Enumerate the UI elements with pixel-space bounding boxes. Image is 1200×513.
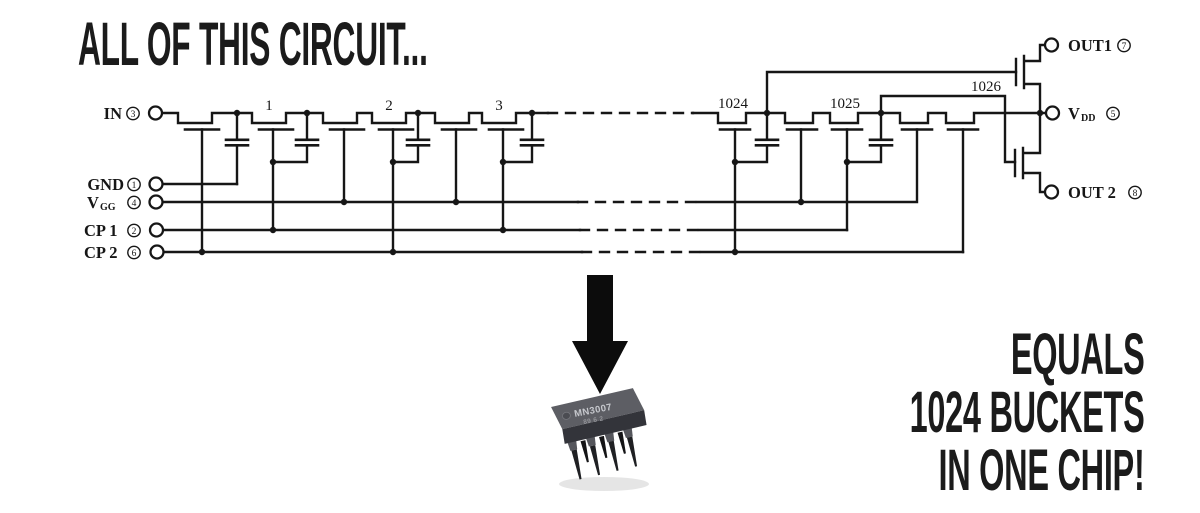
pin-number-circle (127, 245, 141, 260)
pin-labels: IN 3 GND 1 V GG 4 CP 1 2 CP 2 6 OUT1 7 V… (84, 36, 1142, 262)
pin-number-cp1: 2 (132, 227, 137, 237)
chip-top-face (551, 388, 645, 430)
stage-number-1: 1 (265, 98, 273, 114)
stage-number-1024: 1024 (718, 96, 749, 112)
terminal-circles (147, 37, 1061, 260)
stage-number-1026: 1026 (971, 79, 1002, 95)
bbd-circuit-schematic: IN 3 GND 1 V GG 4 CP 1 2 CP 2 6 OUT1 7 V… (84, 36, 1142, 262)
chip-package: MN3007 89 6 2 (551, 388, 647, 480)
pin-number-vgg: 4 (132, 199, 137, 209)
capacitor-plates (224, 138, 894, 147)
out2-terminal (1043, 184, 1060, 200)
pin-number-cp2: 6 (132, 249, 137, 259)
page-title: ALL OF THIS CIRCUIT... (78, 10, 428, 78)
chip-photo: MN3007 89 6 2 (551, 388, 649, 491)
pin-number-circle (126, 106, 140, 121)
pin-label-in: IN (104, 104, 122, 123)
chip-pin1-dimple (562, 411, 571, 420)
stage-number-2: 2 (385, 98, 393, 114)
chip-back-legs (580, 431, 626, 463)
pin-label-vdd-sub: DD (1081, 113, 1095, 124)
chip-shadow (559, 477, 649, 491)
schematic-wires (160, 43, 1048, 254)
in-terminal (147, 105, 164, 121)
down-arrow-shape (572, 275, 628, 394)
chip-front-legs (567, 427, 638, 480)
gnd-terminal (148, 176, 164, 192)
pin-number-circle (127, 223, 141, 238)
pin-number-circle (127, 177, 141, 192)
pin-number-in: 3 (131, 110, 136, 120)
output-fet-symbols (1013, 43, 1047, 194)
pin-number-out1: 7 (1122, 42, 1127, 52)
pin-label-vgg-sub: GG (100, 202, 116, 213)
conclusion-line-3: IN ONE CHIP! (938, 438, 1144, 503)
conclusion-line-2: 1024 BUCKETS (909, 380, 1144, 445)
pin-number-vdd: 5 (1111, 110, 1116, 120)
conclusion-line-1: EQUALS (1010, 322, 1144, 387)
stage-number-1025: 1025 (830, 96, 860, 112)
pin-number-out2: 8 (1133, 189, 1138, 199)
pin-number-circle (1106, 106, 1120, 121)
out1-gate-wire (765, 70, 1018, 115)
pin-label-out1: OUT1 (1068, 36, 1112, 55)
pin-number-circle (1117, 38, 1131, 53)
pin-label-vdd: V (1068, 104, 1080, 123)
junction-dots (198, 109, 1044, 256)
out2-gate-wire (879, 94, 1017, 164)
main-rail-right (691, 111, 1048, 125)
chip-front-face (562, 410, 647, 444)
pin-label-cp2: CP 2 (84, 243, 117, 262)
stage-number-3: 3 (495, 98, 503, 114)
pin-number-gnd: 1 (132, 181, 137, 191)
pin-label-out2: OUT 2 (1068, 183, 1116, 202)
cp2-terminal (149, 244, 165, 260)
stage-numbers: 1 2 3 1024 1025 1026 (265, 79, 1001, 114)
pin-label-gnd: GND (87, 175, 124, 194)
pin-label-cp1: CP 1 (84, 221, 117, 240)
main-rail-left (160, 111, 550, 125)
vdd-terminal (1044, 105, 1061, 121)
pin-number-circle (127, 195, 141, 210)
out1-terminal (1043, 37, 1060, 53)
pin-label-vgg: V (87, 193, 99, 212)
cp1-terminal (148, 222, 165, 238)
pin-number-circle (1128, 185, 1142, 200)
capacitor-leads (235, 111, 883, 186)
vgg-terminal (148, 194, 164, 210)
down-arrow (572, 275, 628, 394)
gate-drop-wires (200, 128, 965, 254)
vgg-rail-right (695, 128, 919, 204)
chip-marking-line2: 89 6 2 (583, 415, 604, 426)
conclusion-text: EQUALS 1024 BUCKETS IN ONE CHIP! (909, 326, 1144, 500)
